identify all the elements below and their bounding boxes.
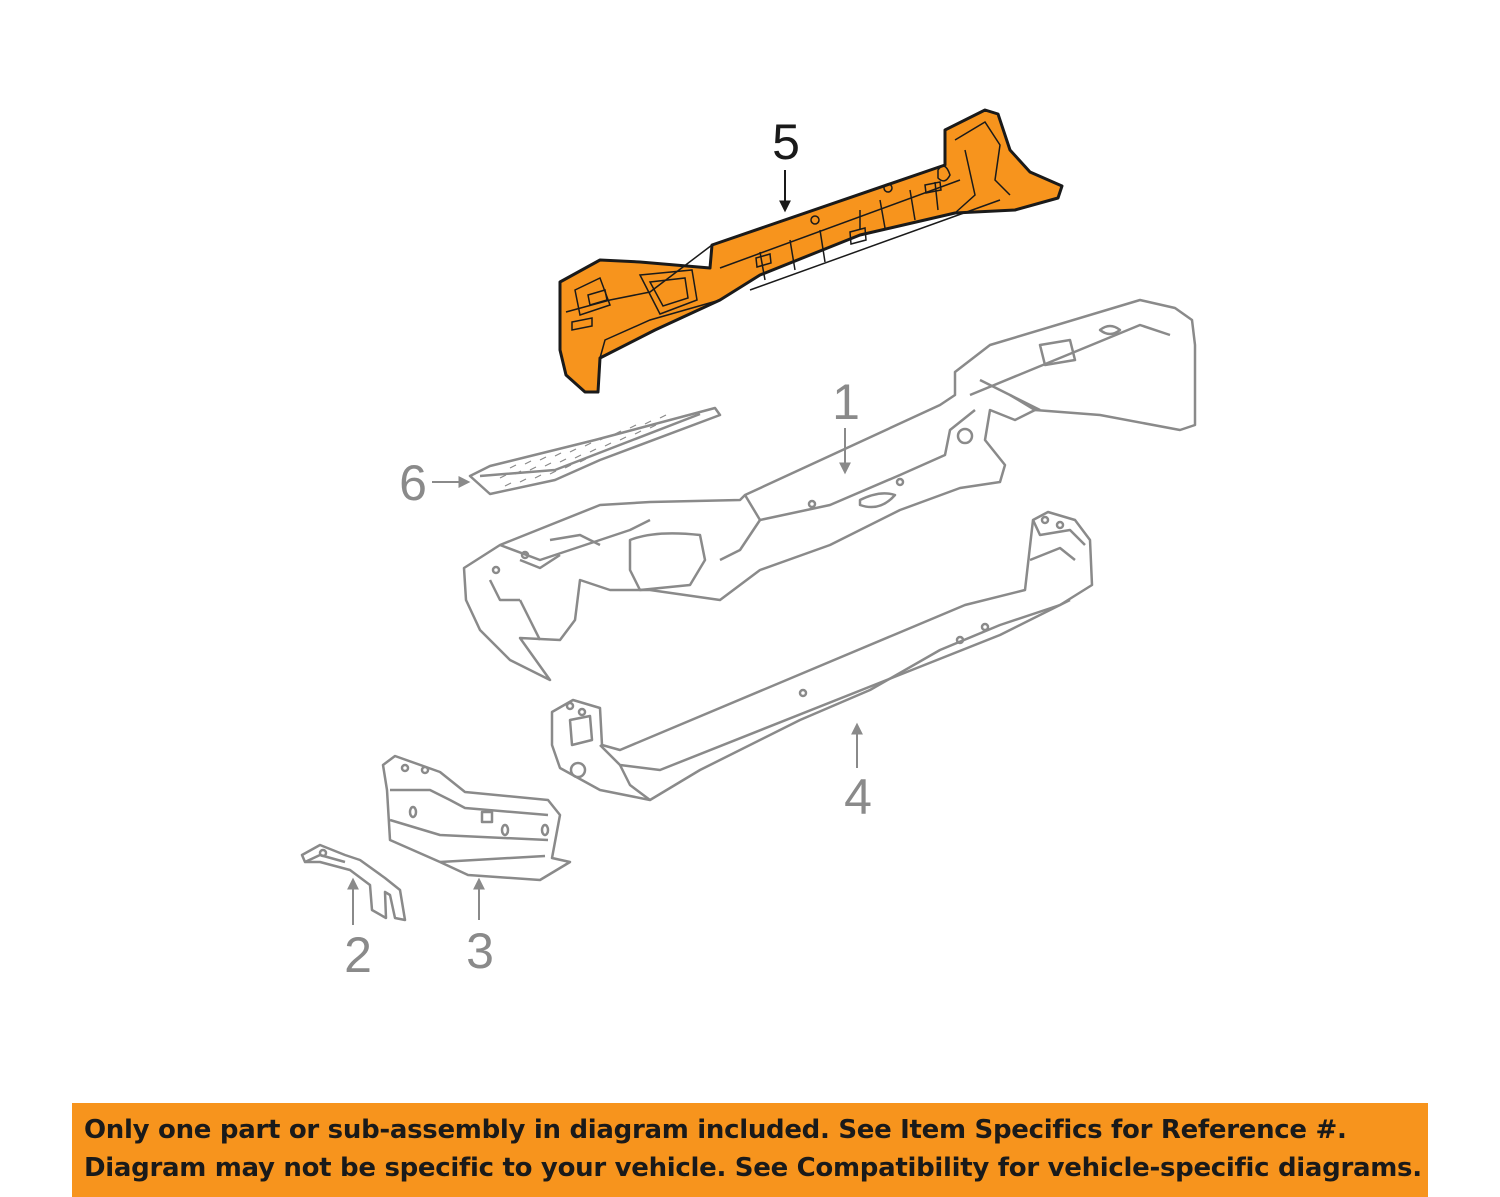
callout-3: 3 [466, 923, 494, 979]
disclaimer-line-1: Only one part or sub-assembly in diagram… [84, 1115, 1347, 1145]
callout-2: 2 [344, 927, 372, 983]
callout-6: 6 [399, 455, 427, 511]
disclaimer-line-2: Diagram may not be specific to your vehi… [84, 1153, 1422, 1183]
callout-1: 1 [832, 374, 860, 430]
part-6-step-plate[interactable] [468, 406, 722, 496]
part-2-small-bracket[interactable] [300, 843, 407, 922]
part-1-bumper-face-bar[interactable] [462, 298, 1197, 682]
part-3-bracket[interactable] [381, 754, 572, 882]
disclaimer-banner: Only one part or sub-assembly in diagram… [72, 1103, 1428, 1197]
part-4-reinforcement[interactable] [550, 510, 1094, 802]
callout-5: 5 [772, 114, 800, 170]
part-5-step-pad[interactable] [558, 108, 1064, 394]
callout-4: 4 [844, 769, 872, 825]
